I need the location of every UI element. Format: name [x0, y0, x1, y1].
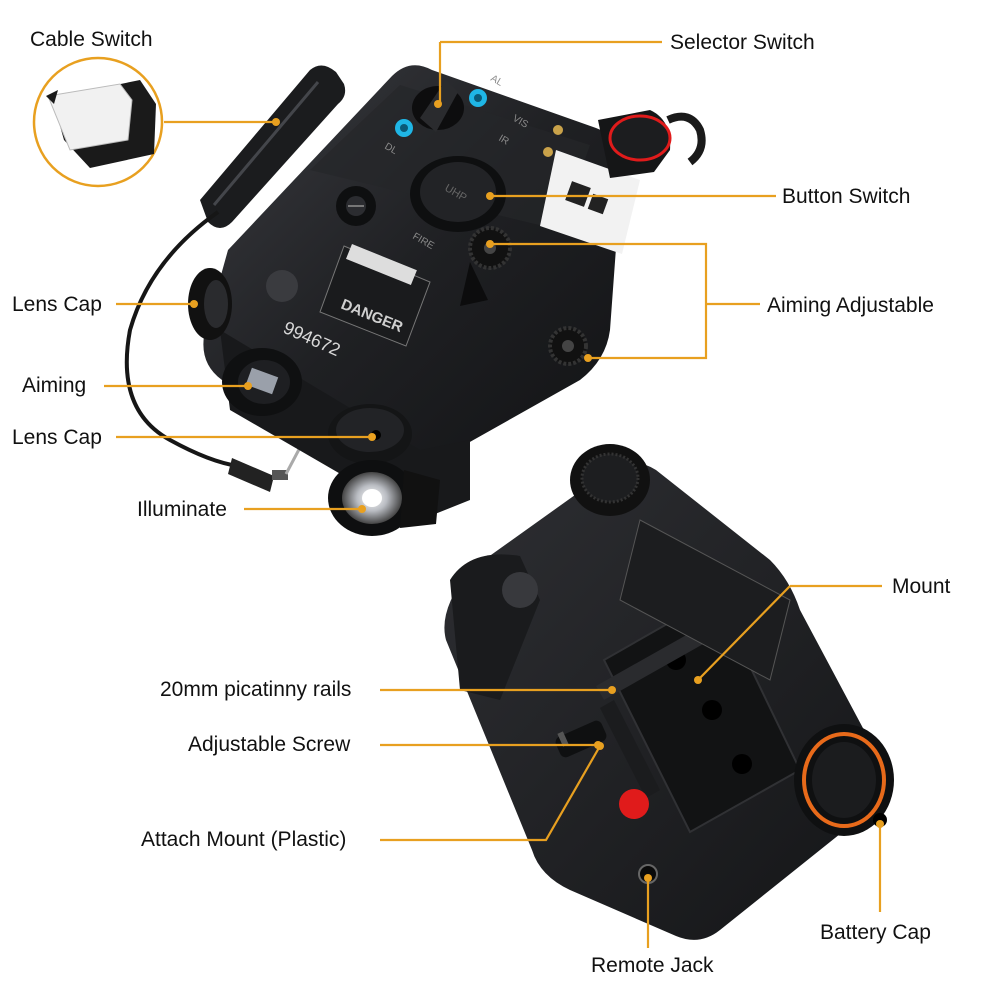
leader-dots — [190, 100, 884, 882]
leader-mount-diagonal — [697, 585, 791, 681]
label-aiming-adjustable: Aiming Adjustable — [767, 294, 934, 317]
leader-lines — [104, 40, 882, 948]
label-lens-cap-bottom: Lens Cap — [12, 426, 102, 449]
label-button-switch: Button Switch — [782, 185, 911, 208]
ir-marking: IR — [497, 133, 511, 148]
leader-aiming-adjustable-bracket — [490, 242, 708, 360]
leader-attach-mount — [380, 745, 601, 842]
al-marking: AL — [489, 73, 505, 89]
danger-sticker: DANGER — [319, 244, 431, 347]
label-adjustable-screw: Adjustable Screw — [188, 733, 351, 756]
label-aiming: Aiming — [22, 374, 87, 397]
label-remote-jack: Remote Jack — [591, 954, 714, 977]
label-lens-cap-top: Lens Cap — [12, 293, 102, 316]
lower-device — [444, 444, 894, 940]
label-cable-switch: Cable Switch — [30, 28, 153, 51]
label-illuminate: Illuminate — [137, 498, 227, 521]
cable-switch-inset — [32, 56, 164, 188]
label-attach-mount: Attach Mount (Plastic) — [141, 828, 347, 851]
label-selector-switch: Selector Switch — [670, 31, 815, 54]
label-picatinny-rails: 20mm picatinny rails — [160, 678, 352, 701]
label-mount: Mount — [892, 575, 951, 598]
label-battery-cap: Battery Cap — [820, 921, 931, 944]
